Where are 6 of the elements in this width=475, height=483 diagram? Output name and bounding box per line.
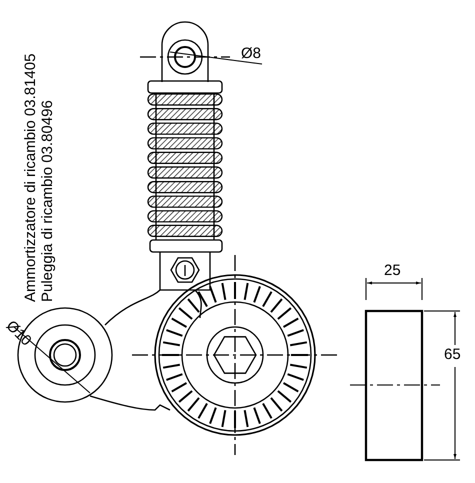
diameter-label: Ø8 (241, 46, 262, 62)
part-note: Ammortizzatore di ricambio 03.81405 (23, 54, 39, 302)
part-note: Puleggia di ricambio 03.80496 (40, 100, 56, 302)
dimension-label: 25 (384, 263, 401, 279)
diameter-label: Ø10 (2, 318, 34, 350)
dimension-label: 65 (444, 347, 461, 363)
